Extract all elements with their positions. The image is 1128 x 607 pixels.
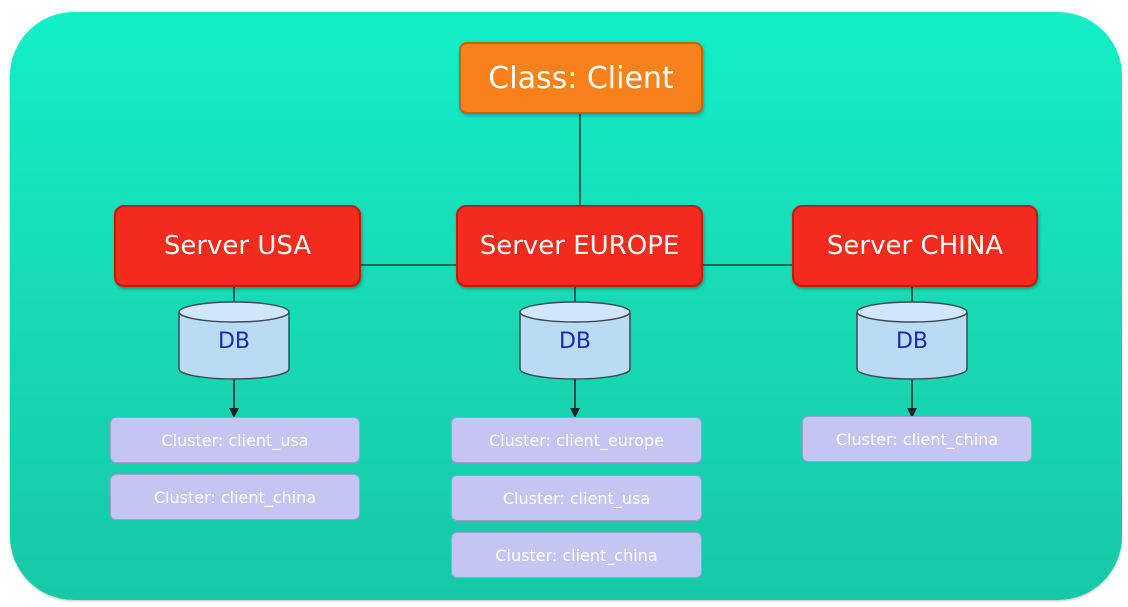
database-usa-label: DB <box>217 329 251 354</box>
class-client-node: Class: Client <box>459 42 703 114</box>
server-usa-node: Server USA <box>114 205 361 287</box>
cluster-usa-client-usa: Cluster: client_usa <box>110 417 360 463</box>
server-china-node: Server CHINA <box>792 205 1038 287</box>
database-china-icon: DB <box>856 301 968 381</box>
database-usa-icon: DB <box>178 301 290 381</box>
database-europe-label: DB <box>558 329 592 354</box>
cluster-europe-client-china: Cluster: client_china <box>451 532 702 578</box>
database-china-label: DB <box>895 329 929 354</box>
database-europe-icon: DB <box>519 301 631 381</box>
cluster-europe-client-europe: Cluster: client_europe <box>451 417 702 463</box>
cluster-china-client-china: Cluster: client_china <box>802 416 1032 462</box>
cluster-europe-client-usa: Cluster: client_usa <box>451 475 702 521</box>
cluster-usa-client-china: Cluster: client_china <box>110 474 360 520</box>
server-europe-node: Server EUROPE <box>456 205 703 287</box>
